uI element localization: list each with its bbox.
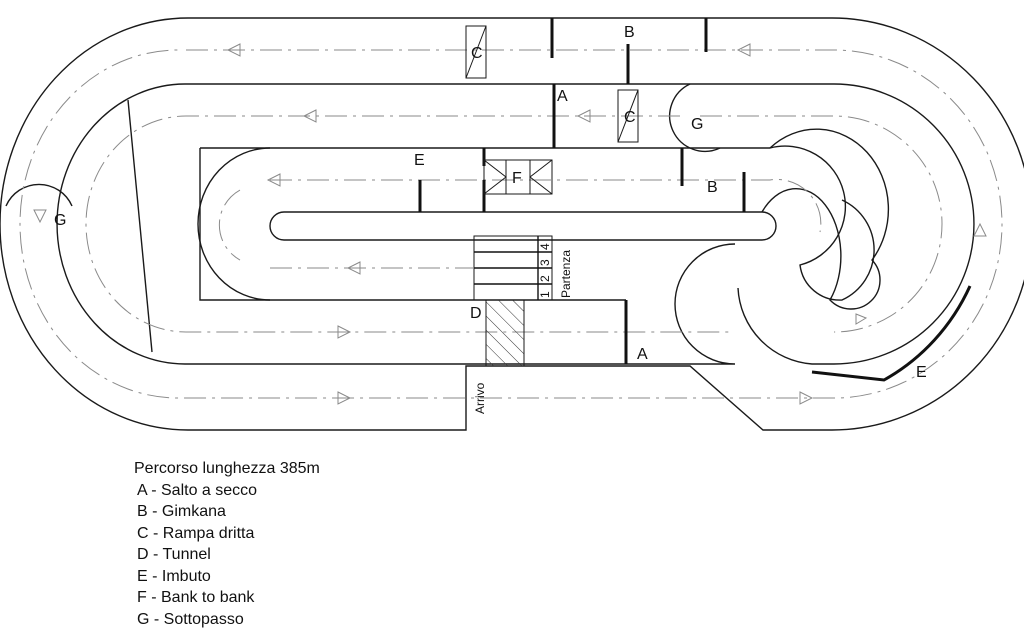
- bank-box: [483, 159, 553, 195]
- legend-item-g: G - Sottopasso: [137, 610, 244, 628]
- underpass-loop: [668, 83, 721, 153]
- ramp-box-top: [465, 25, 487, 79]
- middle-wall: [200, 145, 875, 301]
- inner-hairpin: [197, 147, 777, 301]
- label-funnel-right: E: [916, 364, 927, 381]
- tunnel-box: [485, 299, 525, 367]
- ramp-box-mid: [617, 89, 639, 143]
- label-ramp-mid: C: [624, 109, 636, 126]
- legend-item-e: E - Imbuto: [137, 567, 211, 585]
- label-tunnel: D: [470, 305, 482, 322]
- left-diagonal-wall: [127, 99, 153, 353]
- grid-slot-1: 1: [538, 291, 552, 298]
- legend-item-b: B - Gimkana: [137, 503, 226, 520]
- legend-title: Percorso lunghezza 385m: [134, 460, 320, 477]
- funnel-right-line: [811, 285, 972, 382]
- label-funnel-mid: E: [414, 152, 425, 169]
- label-gymkhana-mid: B: [707, 179, 718, 196]
- legend-item-f: F - Bank to bank: [137, 589, 255, 606]
- inner-wall-right-curve: [700, 83, 975, 365]
- label-underpass-right: G: [691, 116, 703, 133]
- label-finish: Arrivo: [473, 382, 487, 414]
- label-jump-top: A: [557, 88, 568, 105]
- label-start: Partenza: [559, 250, 573, 298]
- legend-item-d: D - Tunnel: [137, 546, 211, 563]
- legend-item-c: C - Rampa dritta: [137, 524, 255, 542]
- legend: Percorso lunghezza 385m A - Salto a secc…: [134, 458, 320, 630]
- label-ramp-top: C: [471, 45, 483, 62]
- inner-hairpin-right: [761, 128, 890, 310]
- grid-slot-3: 3: [538, 259, 552, 266]
- grid-slot-4: 4: [538, 243, 552, 250]
- label-bank: F: [512, 170, 522, 187]
- label-underpass-left: G: [54, 212, 66, 229]
- label-gymkhana-top: B: [624, 24, 635, 41]
- left-underpass-arc: [5, 183, 73, 207]
- label-jump-bottom: A: [637, 346, 648, 363]
- inner-wall-outer-lane: [56, 83, 736, 365]
- legend-item-a: A - Salto a secco: [137, 481, 258, 499]
- grid-slot-2: 2: [538, 275, 552, 282]
- outer-wall: [0, 17, 1024, 431]
